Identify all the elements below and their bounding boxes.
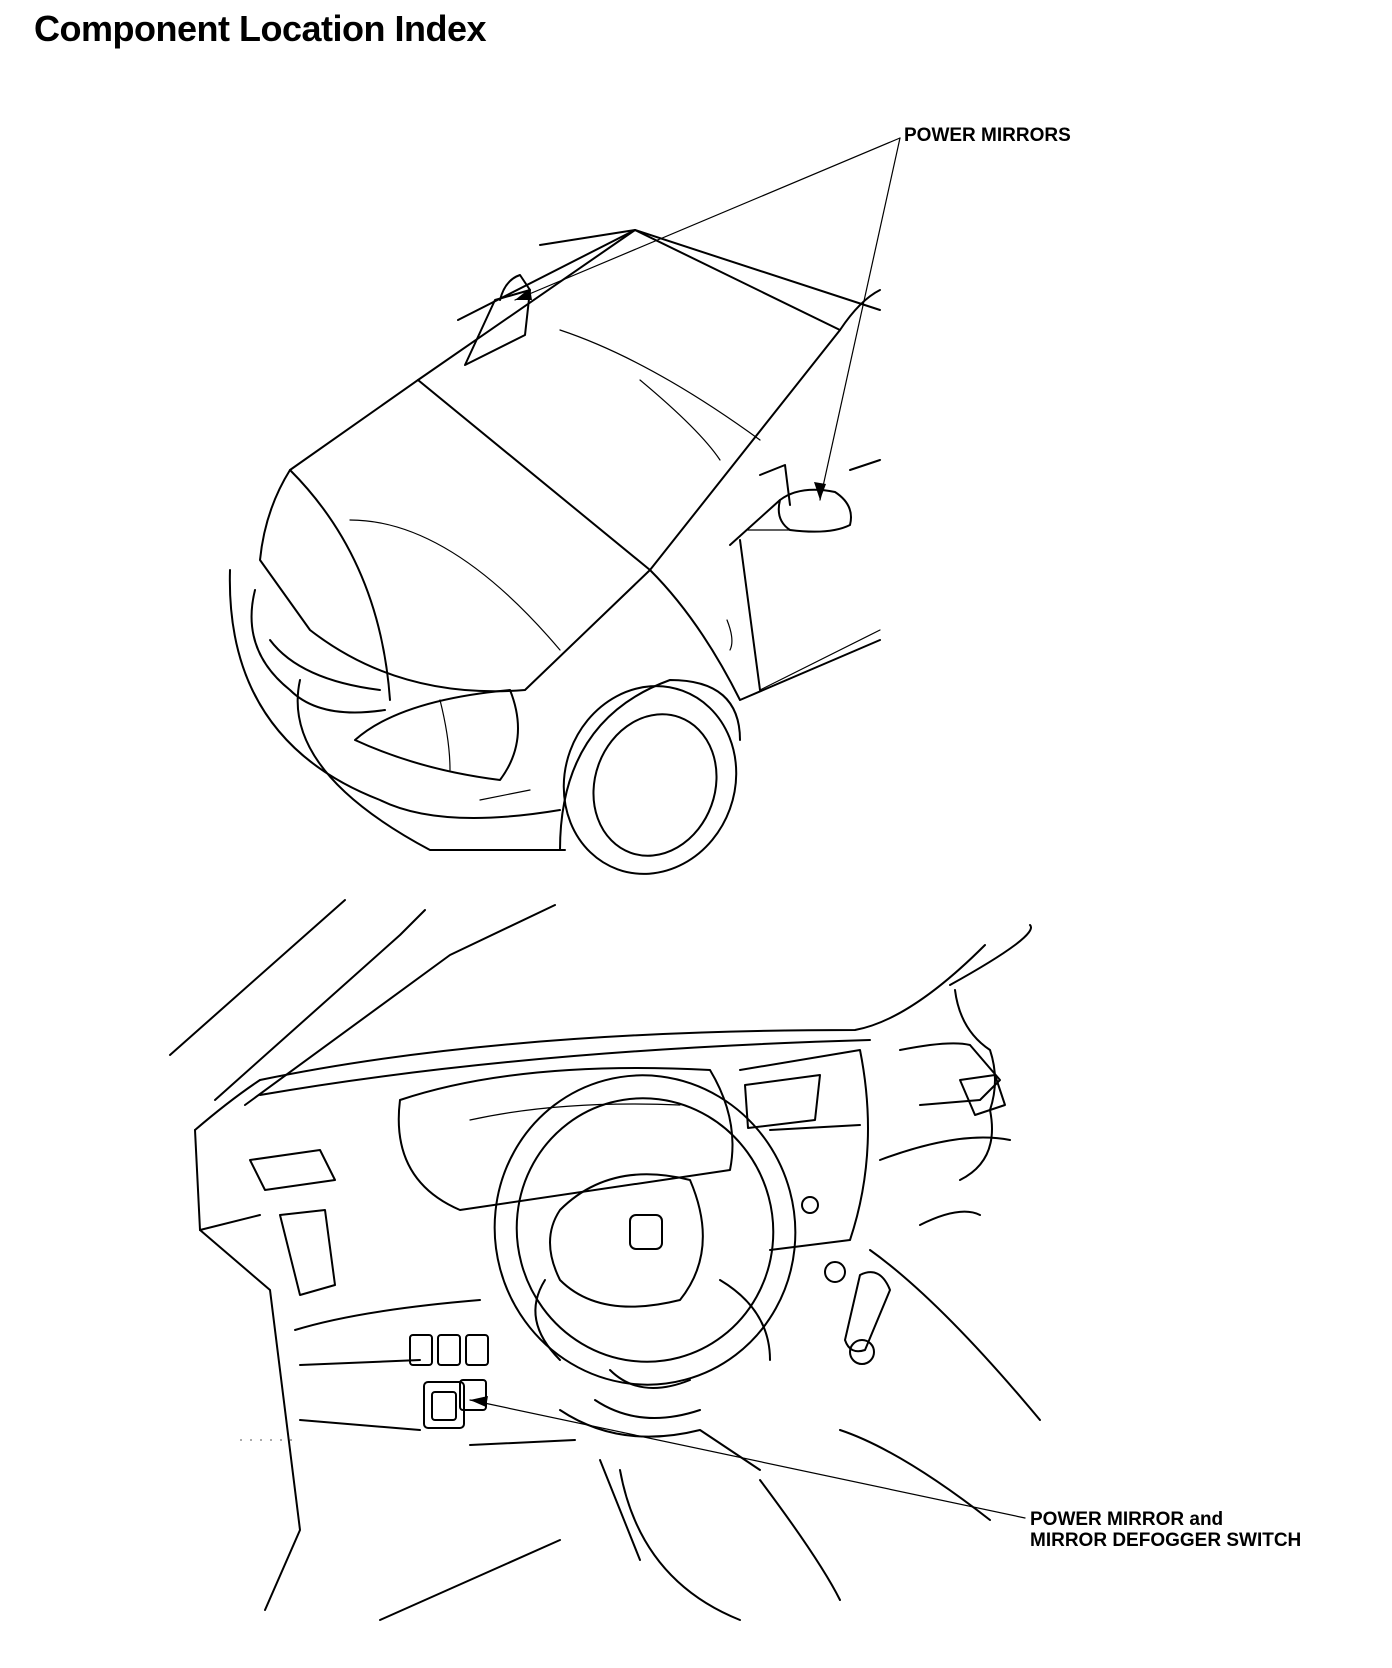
power-mirrors-label: POWER MIRRORS bbox=[904, 125, 1071, 146]
car-exterior-illustration bbox=[228, 229, 881, 875]
mirror-switch-label-line2: MIRROR DEFOGGER SWITCH bbox=[1030, 1530, 1302, 1551]
power-mirrors-leaders bbox=[514, 137, 901, 501]
dashboard-illustration bbox=[169, 899, 1041, 1621]
mirror-switch-label-line1: POWER MIRROR and bbox=[1030, 1509, 1224, 1530]
page-title: Component Location Index bbox=[34, 8, 487, 49]
switch-leader bbox=[469, 1396, 1026, 1519]
